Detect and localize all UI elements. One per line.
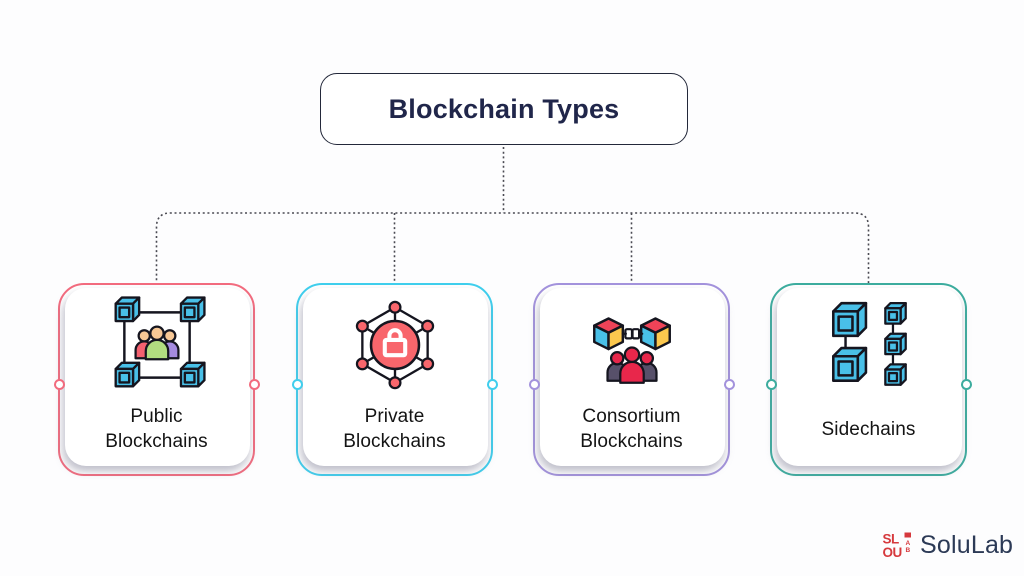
right-port-dot [486, 378, 498, 390]
right-port-dot [960, 378, 972, 390]
parallel-cube-chains-icon [831, 301, 907, 386]
linked-cubes-group-icon [592, 317, 671, 384]
card-label-line1: Private [364, 406, 425, 427]
cube-network-people-icon [114, 296, 206, 388]
card-label-line1: Consortium [582, 406, 681, 427]
card-label-line2: Blockchains [105, 431, 208, 452]
title-box: Blockchain Types [320, 73, 688, 145]
page-title: Blockchain Types [388, 93, 620, 124]
card-label-line1: Sidechains [821, 418, 916, 440]
left-port-dot [765, 378, 777, 390]
card-consortium-blockchains: Consortium Blockchains [528, 283, 735, 476]
card-sidechains: Sidechains [765, 283, 972, 476]
solulab-logo: SL OU A B SoluLab [882, 530, 1013, 561]
svg-text:SL: SL [883, 532, 900, 547]
card-label-line2: Blockchains [343, 431, 446, 452]
right-port-dot [248, 378, 260, 390]
right-port-dot [723, 378, 735, 390]
left-port-dot [528, 378, 540, 390]
card-label: Public Blockchains [105, 403, 207, 455]
svg-text:A: A [906, 540, 911, 547]
card-surface [777, 288, 962, 466]
card-private-blockchains: Private Blockchains [291, 283, 498, 476]
left-port-dot [53, 378, 65, 390]
card-public-blockchains: Public Blockchains [53, 283, 260, 476]
svg-text:OU: OU [883, 545, 902, 560]
card-label-line1: Public [130, 406, 183, 427]
card-label: Private Blockchains [343, 403, 445, 455]
card-label: Sidechains [822, 403, 916, 455]
card-label: Consortium Blockchains [580, 403, 682, 455]
solulab-wordmark: SoluLab [920, 531, 1014, 559]
svg-text:B: B [906, 547, 911, 554]
lock-icon [382, 328, 407, 358]
left-port-dot [291, 378, 303, 390]
solulab-logo-mark-icon: SL OU A B [883, 532, 911, 560]
card-label-line2: Blockchains [580, 431, 683, 452]
hexagon-network-lock-icon [355, 300, 434, 390]
